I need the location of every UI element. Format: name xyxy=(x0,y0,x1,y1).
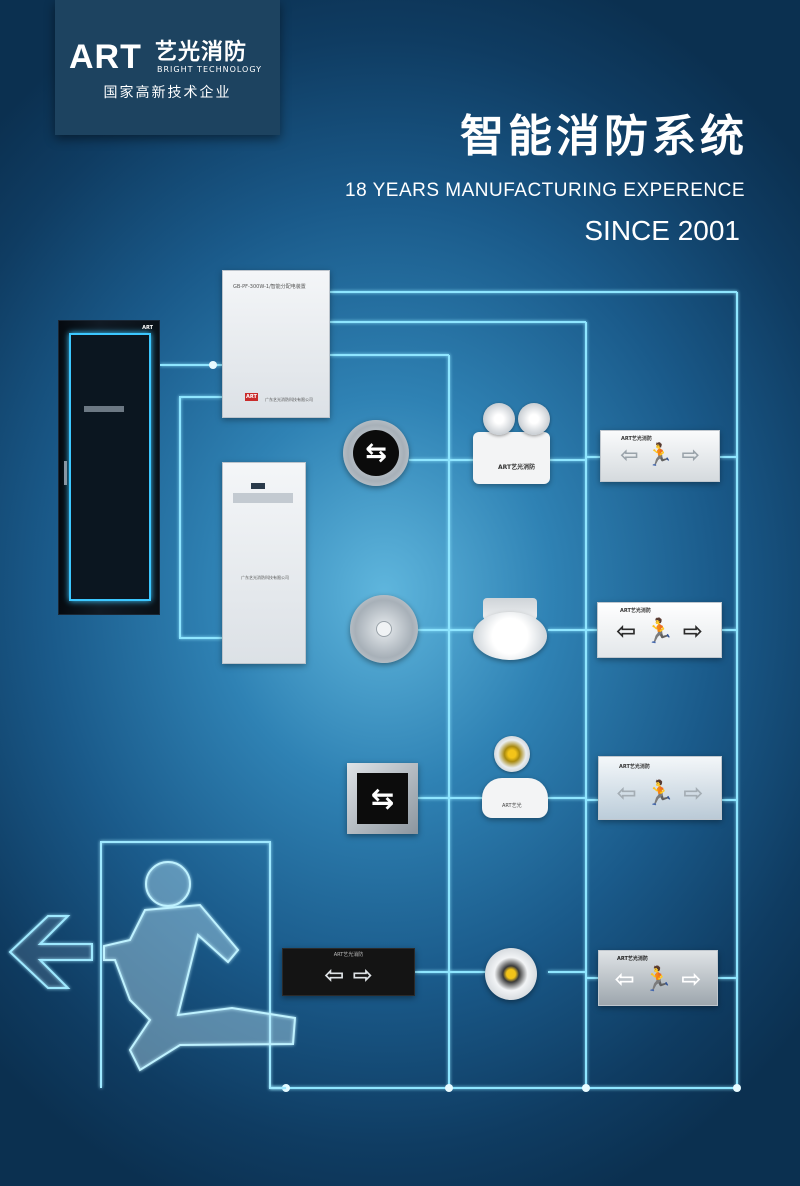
logo-cn-text: 艺光消防 xyxy=(155,40,248,65)
twin-emergency-light: ART艺光消防 xyxy=(473,432,550,484)
square-arrow-icon: ⇆ xyxy=(357,773,408,824)
spot-brand: ART艺光 xyxy=(502,803,522,809)
lamp-head-right-icon xyxy=(518,403,550,435)
left-arrow-icon xyxy=(8,915,93,989)
twin-light-brand: ART艺光消防 xyxy=(498,464,536,471)
brand-logo: ART 艺光消防 BRIGHT TECHNOLOGY 国家高新技术企业 xyxy=(55,0,280,135)
running-man-icon xyxy=(103,861,297,1072)
two-way-arrow-icon: ⇆ xyxy=(353,430,399,476)
exit-sign-3-brand: ART艺光消防 xyxy=(619,764,650,770)
spot-emergency-light: ART艺光 xyxy=(482,736,548,818)
exit-sign-3-icon: ⇦ 🏃 ⇨ xyxy=(616,779,704,807)
exit-door-outline xyxy=(100,841,286,1089)
power-display xyxy=(251,483,265,489)
round-spotlight-icon xyxy=(485,948,537,1000)
bar-sign-brand: ART艺光消防 xyxy=(333,952,364,958)
logo-art-text: ART xyxy=(69,38,142,76)
wire-nodes xyxy=(209,361,741,1092)
page-title: 智能消防系统 xyxy=(460,111,748,162)
spot-lamp-icon xyxy=(494,736,530,772)
controller-company: 广东艺光消防科技有限公司 xyxy=(265,397,313,402)
server-cabinet: ART xyxy=(58,320,160,615)
exit-sign-4: ART艺光消防 ⇦ 🏃 ⇨ xyxy=(598,950,718,1006)
round-indicator-two-way: ⇆ xyxy=(343,420,409,486)
power-vent xyxy=(233,493,293,503)
exit-sign-1-brand: ART艺光消防 xyxy=(621,436,652,442)
logo-mark: ART 艺光消防 BRIGHT TECHNOLOGY xyxy=(69,40,269,74)
exit-sign-2-icon: ⇦ 🏃 ⇨ xyxy=(616,617,703,645)
cabinet-handle xyxy=(64,461,67,485)
controller-label: GB-PF-300W-1/智能分配电装置 xyxy=(233,284,306,290)
round-ceiling-fixture xyxy=(350,595,418,663)
page-subtitle: 18 YEARS MANUFACTURING EXPERENCE xyxy=(345,180,745,201)
lamp-head-left-icon xyxy=(483,403,515,435)
bar-arrows-icon: ⇦ ⇨ xyxy=(324,961,373,989)
power-label: 广东艺光消防科技有限公司 xyxy=(241,575,289,580)
exit-sign-4-icon: ⇦ 🏃 ⇨ xyxy=(614,965,702,993)
fixture-center-icon xyxy=(376,621,392,637)
cabinet-logo: ART xyxy=(142,325,153,331)
spot-base: ART艺光 xyxy=(482,778,548,818)
exit-sign-4-brand: ART艺光消防 xyxy=(617,956,648,962)
logo-subtitle: 国家高新技术企业 xyxy=(103,85,232,101)
cabinet-door xyxy=(69,333,151,601)
exit-sign-2: ART艺光消防 ⇦ 🏃 ⇨ xyxy=(597,602,722,658)
cabinet-panel xyxy=(84,406,124,412)
square-indicator: ⇆ xyxy=(347,763,418,834)
power-cabinet: 广东艺光消防科技有限公司 xyxy=(222,462,306,664)
logo-en-text: BRIGHT TECHNOLOGY xyxy=(157,65,263,74)
controller-box: GB-PF-300W-1/智能分配电装置 ART 广东艺光消防科技有限公司 xyxy=(222,270,330,418)
exit-sign-2-brand: ART艺光消防 xyxy=(620,608,651,614)
exit-sign-1: ART艺光消防 ⇦ 🏃 ⇨ xyxy=(600,430,720,482)
black-floor-sign: ART艺光消防 ⇦ ⇨ xyxy=(282,948,415,996)
exit-sign-1-icon: ⇦ 🏃 ⇨ xyxy=(620,443,700,468)
controller-badge: ART xyxy=(245,393,258,401)
downlight-lens xyxy=(473,612,547,660)
exit-sign-3: ART艺光消防 ⇦ 🏃 ⇨ xyxy=(598,756,722,820)
wire-lines xyxy=(160,291,738,1089)
since-text: SINCE 2001 xyxy=(584,215,740,246)
downlight xyxy=(473,598,547,660)
